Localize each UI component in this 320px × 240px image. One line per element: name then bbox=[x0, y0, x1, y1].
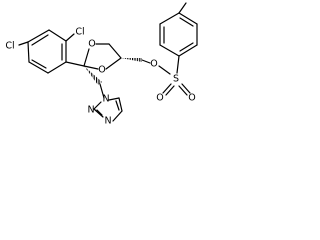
atom-o-sulfonyl-right: O bbox=[188, 93, 195, 104]
atom-o-sulfonyl-left: O bbox=[156, 93, 163, 104]
atom-cl-top: Cl bbox=[75, 27, 84, 38]
dichlorophenyl-ring bbox=[27, 29, 67, 74]
methyl-bond bbox=[178, 2, 187, 14]
s-aryl-bond bbox=[176, 55, 180, 74]
hashed-wedge-bond-triazole bbox=[84, 66, 102, 85]
structure-diagram: Cl Cl O O O S O O N N N bbox=[5, 2, 198, 127]
atom-o-ring-lower: O bbox=[98, 65, 105, 76]
atom-o-ring-upper: O bbox=[88, 39, 95, 50]
atom-o-ester: O bbox=[150, 59, 157, 70]
atom-s: S bbox=[173, 74, 179, 85]
hashed-wedge-bond-ester bbox=[121, 58, 142, 62]
atom-n4: N bbox=[104, 116, 111, 127]
atom-n2: N bbox=[87, 105, 94, 116]
atom-n1: N bbox=[102, 94, 109, 105]
chlorine-bonds bbox=[18, 33, 75, 46]
atom-cl-left: Cl bbox=[5, 41, 14, 52]
dioxolane-ring bbox=[83, 43, 122, 70]
triazole-ring bbox=[93, 83, 123, 122]
tolyl-ring bbox=[159, 12, 198, 57]
ch2-o-bond bbox=[141, 59, 151, 64]
aryl-ketal-bond bbox=[65, 61, 85, 67]
sulfonyl-double-bonds bbox=[162, 83, 191, 96]
o-s-bond bbox=[158, 65, 171, 75]
